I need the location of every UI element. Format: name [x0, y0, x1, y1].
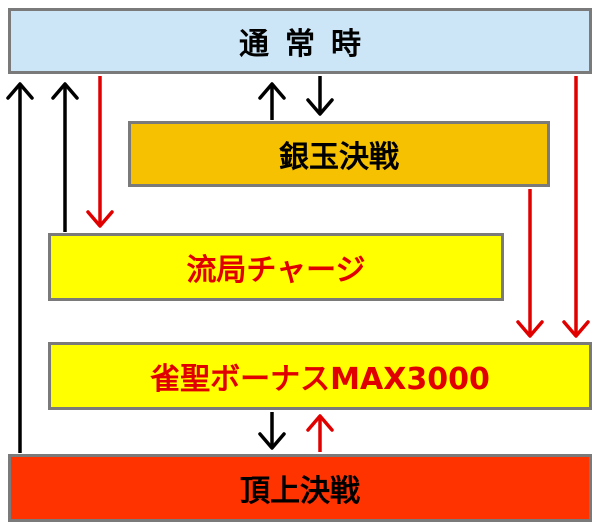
- node-ryukyoku-charge: 流局チャージ: [48, 233, 504, 301]
- arrow-jansei-to-chojo: [258, 412, 286, 450]
- node-jansei-bonus: 雀聖ボーナスMAX3000: [48, 342, 592, 410]
- arrow-silver-to-jansei: [516, 189, 544, 338]
- arrow-normal-to-ryukyoku: [86, 76, 114, 228]
- node-jansei-bonus-label: 雀聖ボーナスMAX3000: [150, 362, 490, 397]
- node-silver-ball-battle: 銀玉決戦: [128, 121, 550, 187]
- arrow-chojo-to-normal: [6, 82, 34, 453]
- node-normal: 通常時: [8, 8, 592, 74]
- node-ryukyoku-charge-label: 流局チャージ: [186, 253, 366, 288]
- arrow-normal-to-jansei: [562, 76, 590, 338]
- arrow-normal-to-silver: [306, 76, 334, 116]
- node-summit-battle: 頂上決戦: [8, 454, 592, 522]
- arrow-chojo-to-jansei: [306, 414, 334, 452]
- node-normal-label: 通常時: [239, 27, 377, 62]
- node-silver-ball-battle-label: 銀玉決戦: [279, 140, 399, 175]
- node-summit-battle-label: 頂上決戦: [240, 474, 360, 509]
- arrow-ryukyoku-to-normal: [51, 82, 79, 232]
- arrow-silver-to-normal: [258, 82, 286, 120]
